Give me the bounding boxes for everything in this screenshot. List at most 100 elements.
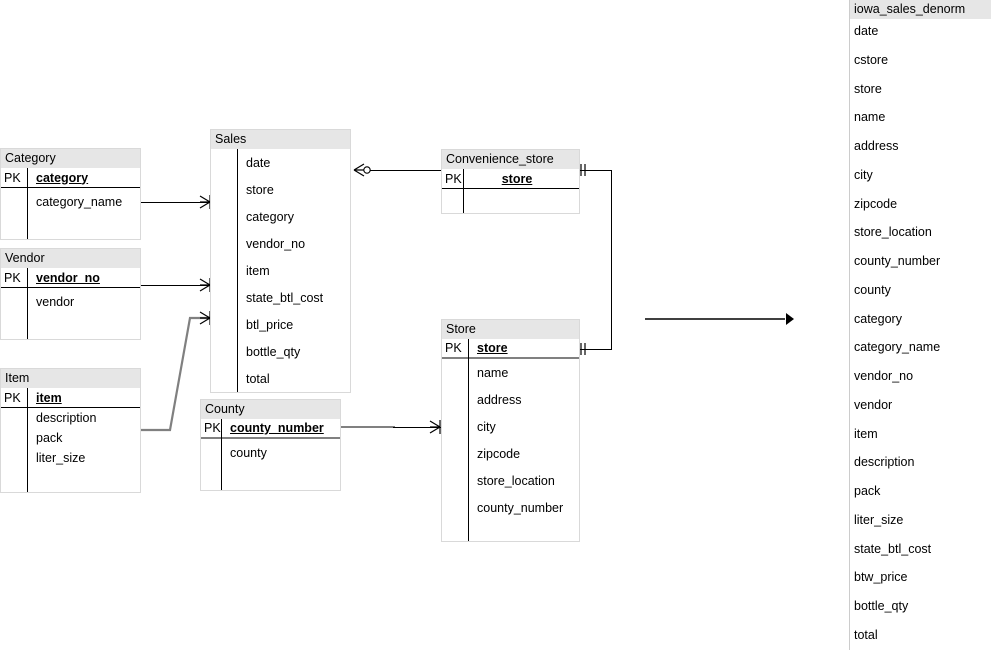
entity-sales-attr-name-8: total [246,371,270,386]
entity-category-attr-name: category_name [36,194,123,209]
entity-sales-title: Sales [211,130,350,149]
entity-category-title: Category [1,149,140,168]
entity-county-pk-row: PK county_number [201,419,340,439]
entity-store-pk-row: PK store [442,339,579,359]
entity-vendor-pk-name: vendor_no [36,270,100,285]
entity-vendor-attr-name: vendor [36,294,75,309]
entity-sales-attr-row: vendor_no [211,230,350,257]
entity-convenience-store-pk-name: store [501,171,533,186]
entity-county[interactable]: County PK county_number county [200,399,341,491]
entity-vendor-pad-row [1,315,140,339]
entity-item-attr-name-2: liter_size [36,451,86,465]
entity-store-pk-name: store [477,341,508,355]
entity-category[interactable]: Category PK category category_name [0,148,141,240]
entity-item-pk-row: PK item [1,388,140,408]
entity-convenience-store-attr-row [442,189,579,213]
entity-sales-attr-row: btl_price [211,311,350,338]
entity-store-attr-name-1: address [477,392,522,407]
entity-item-pk-name: item [36,390,62,405]
entity-sales-attr-name-2: category [246,209,294,224]
entity-item-pk-label: PK [4,390,21,405]
denorm-table-title: iowa_sales_denorm [850,0,991,19]
denorm-column-item: name [854,110,886,125]
entity-store-attr-name-5: county_number [477,500,564,515]
entity-convenience-store-pk-row: PK store [442,169,579,189]
entity-county-title: County [201,400,340,419]
entity-sales-attr-row: item [211,257,350,284]
entity-convenience-store[interactable]: Convenience_store PK store [441,149,580,214]
entity-store-attr-name-2: city [477,419,496,434]
edge-convenience-store-store-top [580,170,612,171]
denorm-column-item: date [854,24,879,38]
entity-sales-body: date store category vendor_no item state… [211,149,350,392]
entity-vendor-title: Vendor [1,249,140,268]
entity-store-attr-name-3: zipcode [477,446,521,461]
entity-county-pk-label: PK [204,421,221,435]
entity-sales-attr-name-4: item [246,263,270,278]
entity-convenience-store-body: PK store [442,169,579,213]
one-one-marker-store [580,343,586,355]
entity-county-pad-row [201,466,340,490]
entity-item-attr-name-1: pack [36,431,63,445]
entity-county-attr-name: county [230,445,267,460]
entity-item-attr-row: description [1,408,140,428]
crowsfoot-county-store [429,420,441,434]
entity-sales-attr-row: category [211,203,350,230]
entity-sales-attr-name-7: bottle_qty [246,344,301,359]
denorm-column-item: vendor_no [854,369,914,383]
transform-arrow-icon [645,313,794,325]
entity-category-pad-row [1,215,140,239]
entity-sales[interactable]: Sales date store category vendor_no item [210,129,351,393]
denorm-column-item: county_number [854,254,941,268]
denorm-column-item: category [854,311,902,326]
denorm-column-item: zipcode [854,196,898,211]
denorm-column-item: city [854,167,873,182]
denorm-column-item: description [854,455,915,470]
entity-category-attr-row: category_name [1,188,140,215]
edge-convenience-store-store-bottom [580,349,612,350]
entity-store-attr-name-0: name [477,365,509,380]
entity-store-title: Store [442,320,579,339]
entity-store-pad-row [442,521,579,541]
entity-item-attr-row: liter_size [1,448,140,468]
entity-item-attr-name-0: description [36,411,97,425]
entity-item-body: PK item description pack liter_size [1,388,140,492]
denorm-column-item: liter_size [854,512,904,527]
entity-store-attr-row: county_number [442,494,579,521]
entity-county-attr-row: county [201,439,340,466]
entity-category-pk-row: PK category [1,168,140,188]
entity-convenience-store-pk-label: PK [445,171,462,186]
entity-item-title: Item [1,369,140,388]
edge-category-sales [141,202,211,203]
entity-sales-attr-row: total [211,365,350,392]
denorm-column-item: pack [854,484,881,498]
entity-store-attr-row: name [442,359,579,386]
denorm-column-item: item [854,426,878,441]
entity-vendor-body: PK vendor_no vendor [1,268,140,339]
denorm-column-item: total [854,627,878,642]
entity-sales-attr-name-0: date [246,155,271,170]
entity-store-attr-row: zipcode [442,440,579,467]
denorm-column-item: vendor [854,397,893,412]
denorm-column-item: state_btl_cost [854,541,932,556]
edge-sales-convenience-store [366,170,442,171]
entity-store-attr-row: address [442,386,579,413]
entity-vendor-pk-label: PK [4,270,21,285]
denorm-column-item: county [854,282,891,297]
denorm-column-item: store [854,81,882,96]
entity-item-pad-row [1,468,140,492]
edge-vendor-sales [141,285,211,286]
entity-store[interactable]: Store PK store name address city zipcode [441,319,580,542]
edge-convenience-store-store-vertical [611,170,612,350]
denorm-column-item: category_name [854,340,941,355]
entity-vendor[interactable]: Vendor PK vendor_no vendor [0,248,141,340]
entity-store-pk-label: PK [445,341,462,355]
entity-sales-attr-row: store [211,176,350,203]
edge-county-store [393,427,441,428]
entity-county-pk-name: county_number [230,421,324,435]
entity-item[interactable]: Item PK item description pack liter_size [0,368,141,493]
entity-store-attr-row: store_location [442,467,579,494]
